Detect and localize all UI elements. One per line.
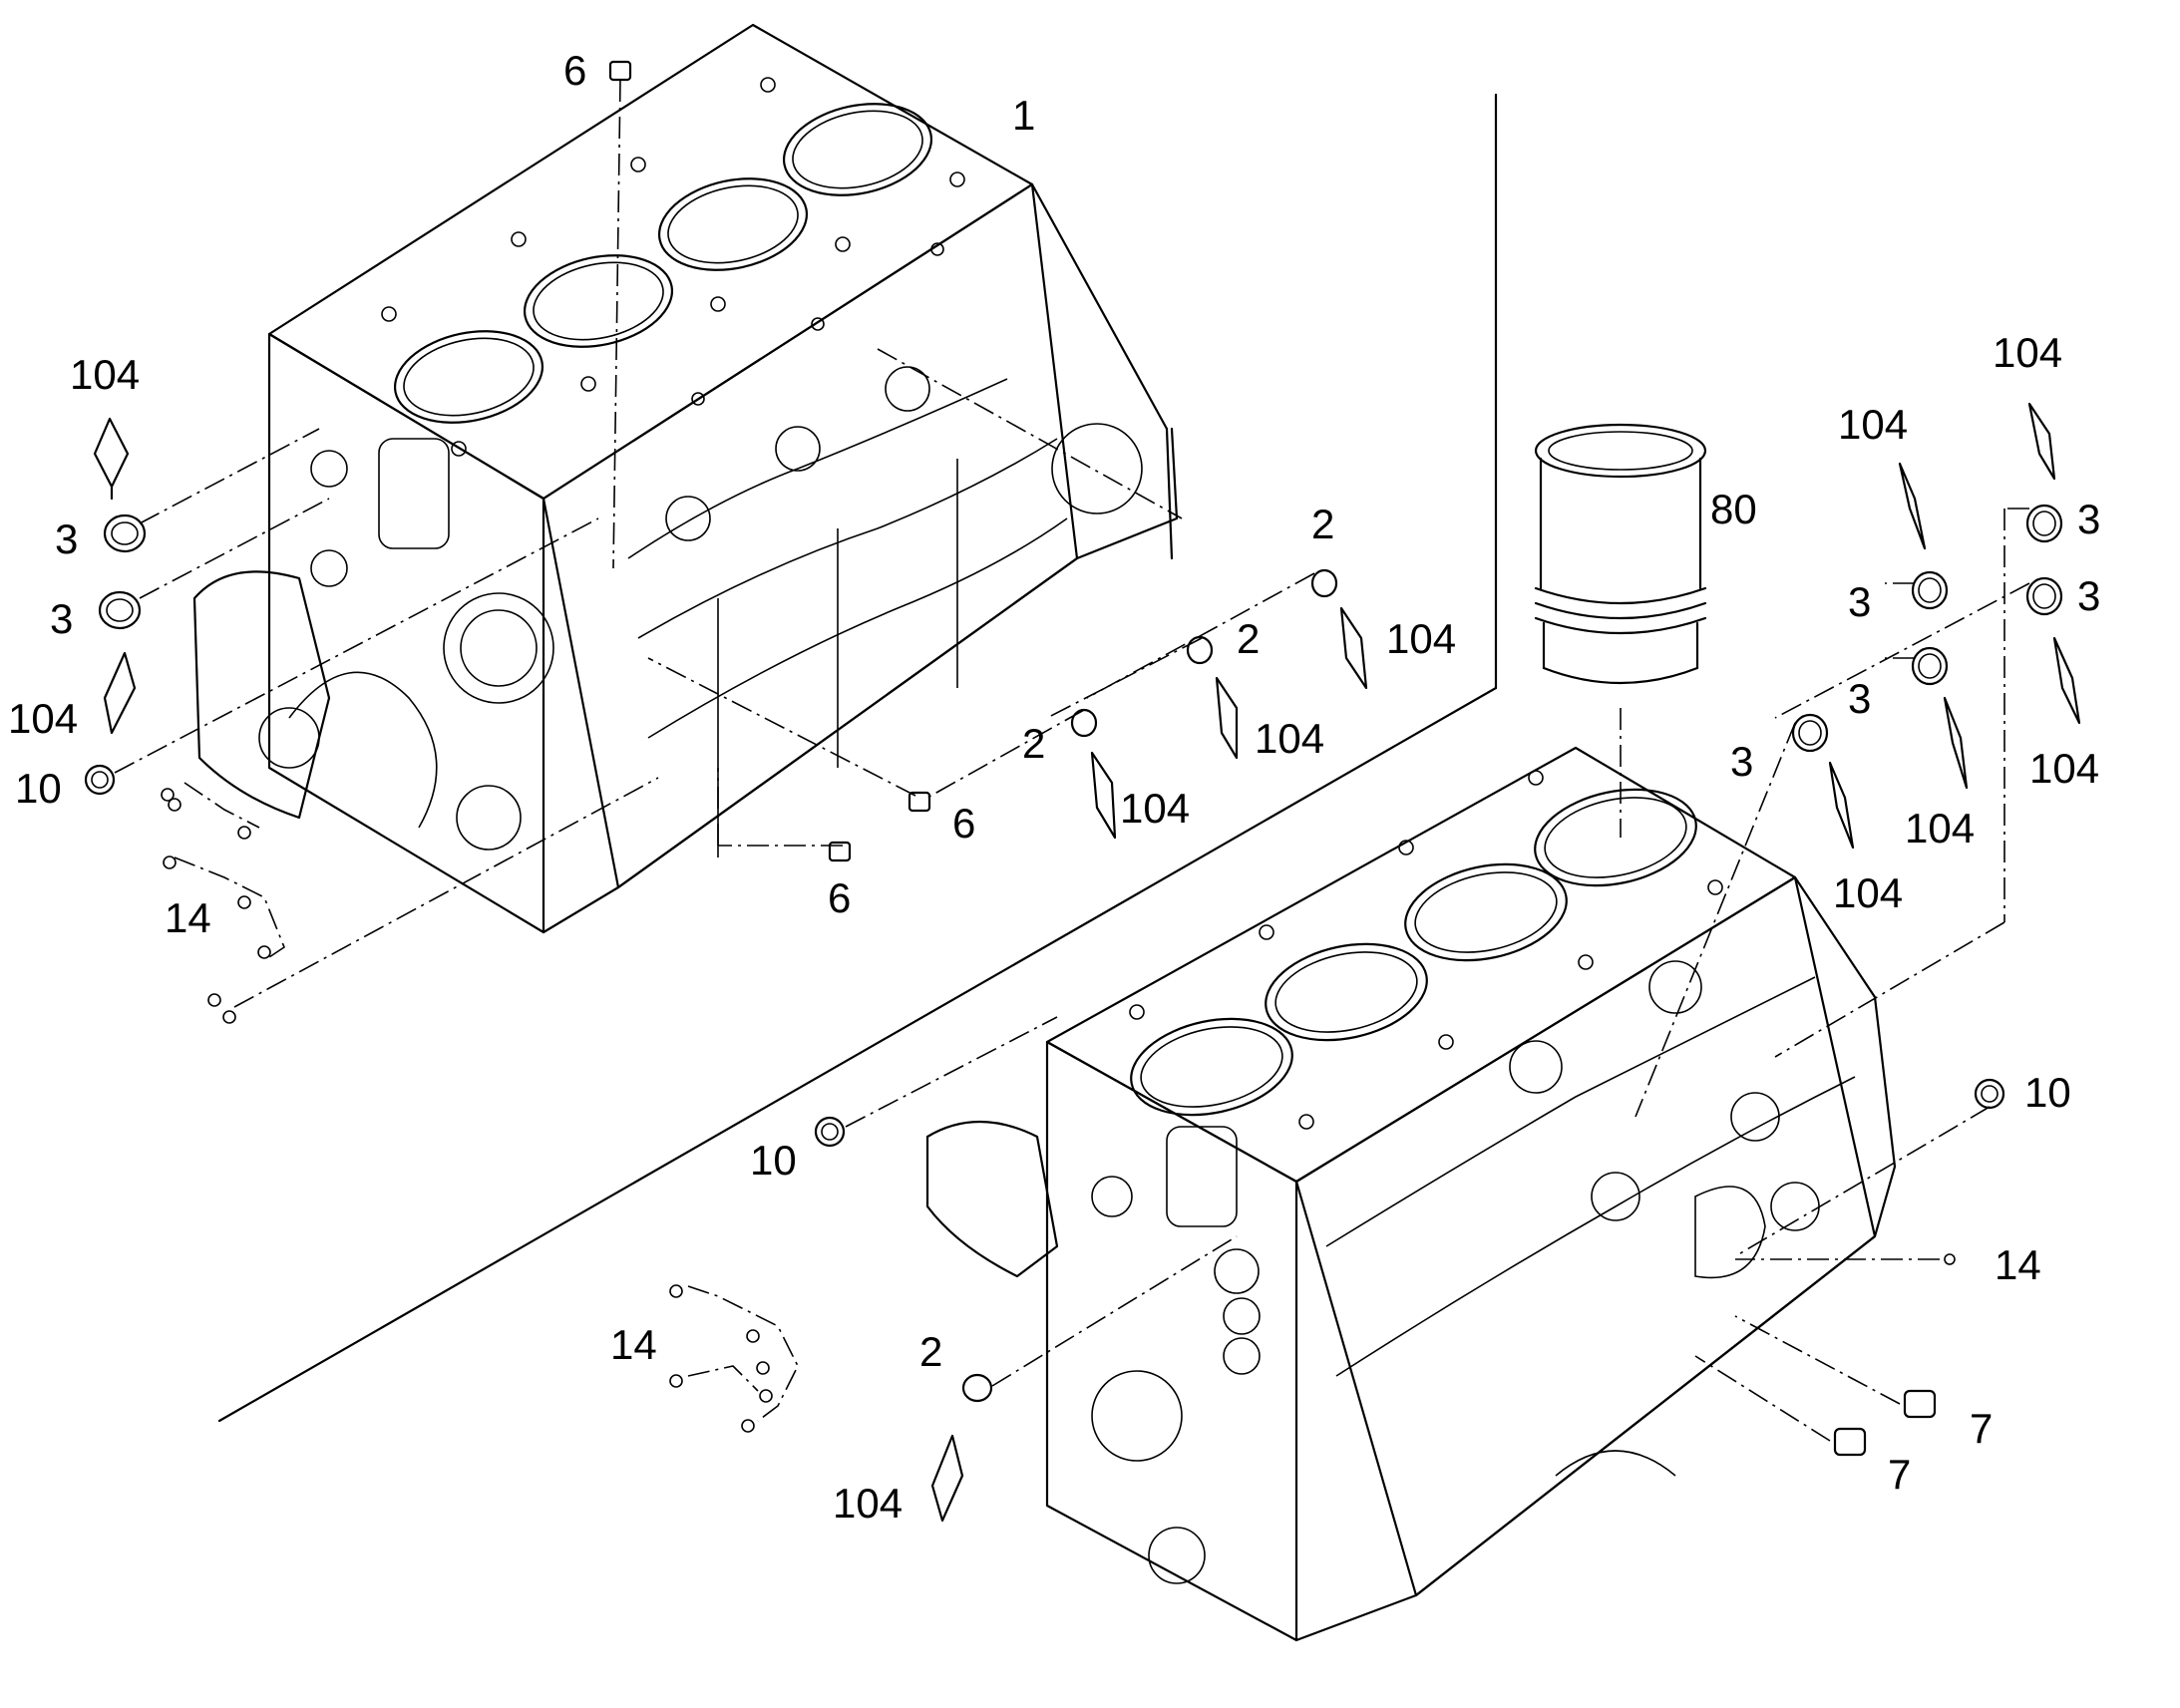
engine-block-upper (192, 23, 1179, 934)
engine-block-lower (925, 746, 1897, 1642)
callout-2: 2 (1311, 501, 1334, 547)
leader-lines (114, 79, 2030, 1442)
bracket-lines (174, 782, 799, 1422)
callout-104: 104 (833, 1480, 903, 1527)
callout-104: 104 (8, 695, 78, 742)
callout-14: 14 (610, 1321, 657, 1368)
callout-104: 104 (1993, 329, 2062, 376)
cylinder-liner (1534, 423, 1707, 838)
callout-3: 3 (1730, 738, 1753, 785)
callout-6: 6 (952, 800, 975, 847)
callout-3: 3 (2077, 496, 2100, 542)
callout-3: 3 (55, 515, 78, 562)
cylinder-bores-upper (393, 103, 933, 424)
callout-104: 104 (1833, 869, 1903, 916)
callout-7: 7 (1970, 1405, 1993, 1452)
callout-7: 7 (1888, 1451, 1911, 1498)
callout-1: 1 (1012, 92, 1035, 139)
callout-2: 2 (1022, 720, 1045, 767)
callout-2: 2 (919, 1328, 942, 1375)
callout-2: 2 (1237, 615, 1260, 662)
callout-104: 104 (1905, 805, 1975, 852)
callout-3: 3 (1848, 675, 1871, 722)
callout-104: 104 (70, 351, 140, 398)
callout-6: 6 (828, 874, 851, 921)
callout-104: 104 (2029, 745, 2099, 792)
callout-3: 3 (2077, 572, 2100, 619)
callout-3: 3 (50, 595, 73, 642)
callout-80: 80 (1710, 486, 1757, 532)
sealant-tubes (93, 402, 2081, 1523)
callout-104: 104 (1386, 615, 1456, 662)
callout-14: 14 (1995, 1241, 2041, 1288)
callout-10: 10 (750, 1137, 797, 1184)
callout-3: 3 (1848, 578, 1871, 625)
callout-104: 104 (1838, 401, 1908, 448)
sealing-rings (98, 504, 2063, 1403)
callout-6: 6 (563, 47, 586, 94)
plugs (84, 60, 2005, 1457)
callout-14: 14 (165, 894, 211, 941)
cylinder-bores-lower (1130, 788, 1697, 1117)
callout-10: 10 (15, 765, 62, 812)
callout-104: 104 (1120, 785, 1190, 832)
callout-104: 104 (1255, 715, 1324, 762)
callout-labels: 1 6 6 6 104 3 3 104 10 14 2 104 2 104 2 … (8, 47, 2100, 1527)
view-separator (217, 93, 1498, 1423)
callout-10: 10 (2024, 1069, 2071, 1116)
